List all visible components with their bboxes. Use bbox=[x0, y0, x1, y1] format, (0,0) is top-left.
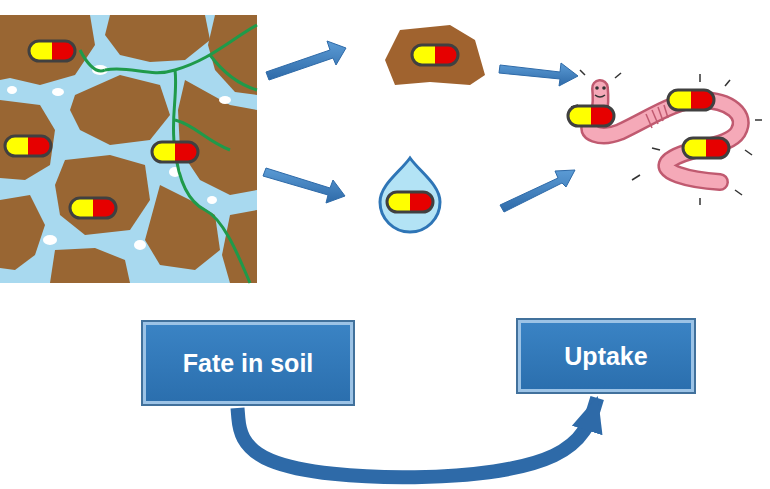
process-box: Uptake bbox=[518, 320, 694, 392]
soil-particle bbox=[385, 25, 485, 85]
flow-arrows bbox=[263, 41, 578, 212]
box-label: Uptake bbox=[550, 342, 661, 371]
soil-square bbox=[0, 15, 257, 283]
box-label: Fate in soil bbox=[169, 349, 328, 378]
water-droplet bbox=[380, 158, 440, 232]
earthworm bbox=[568, 70, 762, 205]
process-box: Fate in soil bbox=[143, 322, 353, 404]
curved-arrow bbox=[238, 398, 598, 477]
